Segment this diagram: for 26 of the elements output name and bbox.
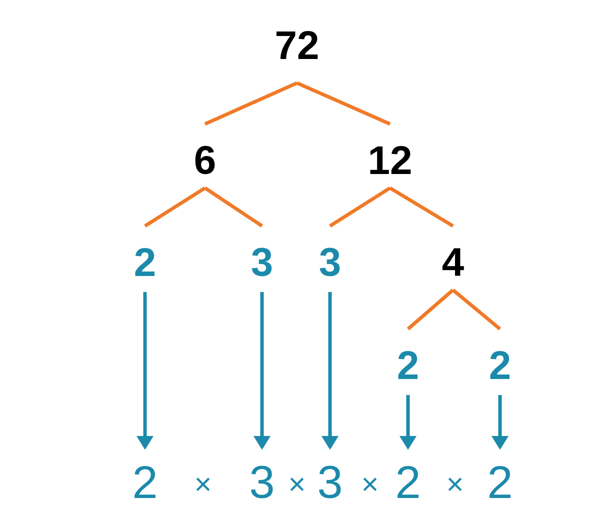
multiplication-sign: ×	[196, 478, 210, 492]
number: 72	[276, 31, 318, 59]
branch-line	[389, 186, 454, 228]
prime-number: 2	[490, 351, 510, 379]
number: 12	[370, 146, 411, 174]
number: 4	[442, 248, 464, 276]
branch-line	[406, 288, 454, 330]
number: 6	[195, 146, 215, 174]
prime-factor: 2	[134, 466, 156, 498]
prime-factor: 2	[398, 466, 418, 498]
branch-line	[204, 186, 263, 228]
branch-line	[144, 186, 206, 228]
branch-line	[204, 81, 298, 126]
multiplication-sign: ×	[448, 478, 462, 492]
prime-number: 3	[252, 248, 272, 276]
branch-line	[329, 186, 391, 228]
prime-factor: 3	[250, 466, 273, 498]
multiplication-sign: ×	[363, 478, 377, 492]
prime-number: 2	[135, 248, 155, 276]
prime-factor: 3	[318, 466, 341, 498]
multiplication-sign: ×	[290, 478, 304, 492]
branch-line	[452, 288, 502, 330]
branch-line	[296, 81, 391, 126]
prime-number: 3	[320, 248, 340, 276]
prime-factor: 2	[490, 466, 510, 498]
prime-number: 2	[398, 351, 418, 379]
